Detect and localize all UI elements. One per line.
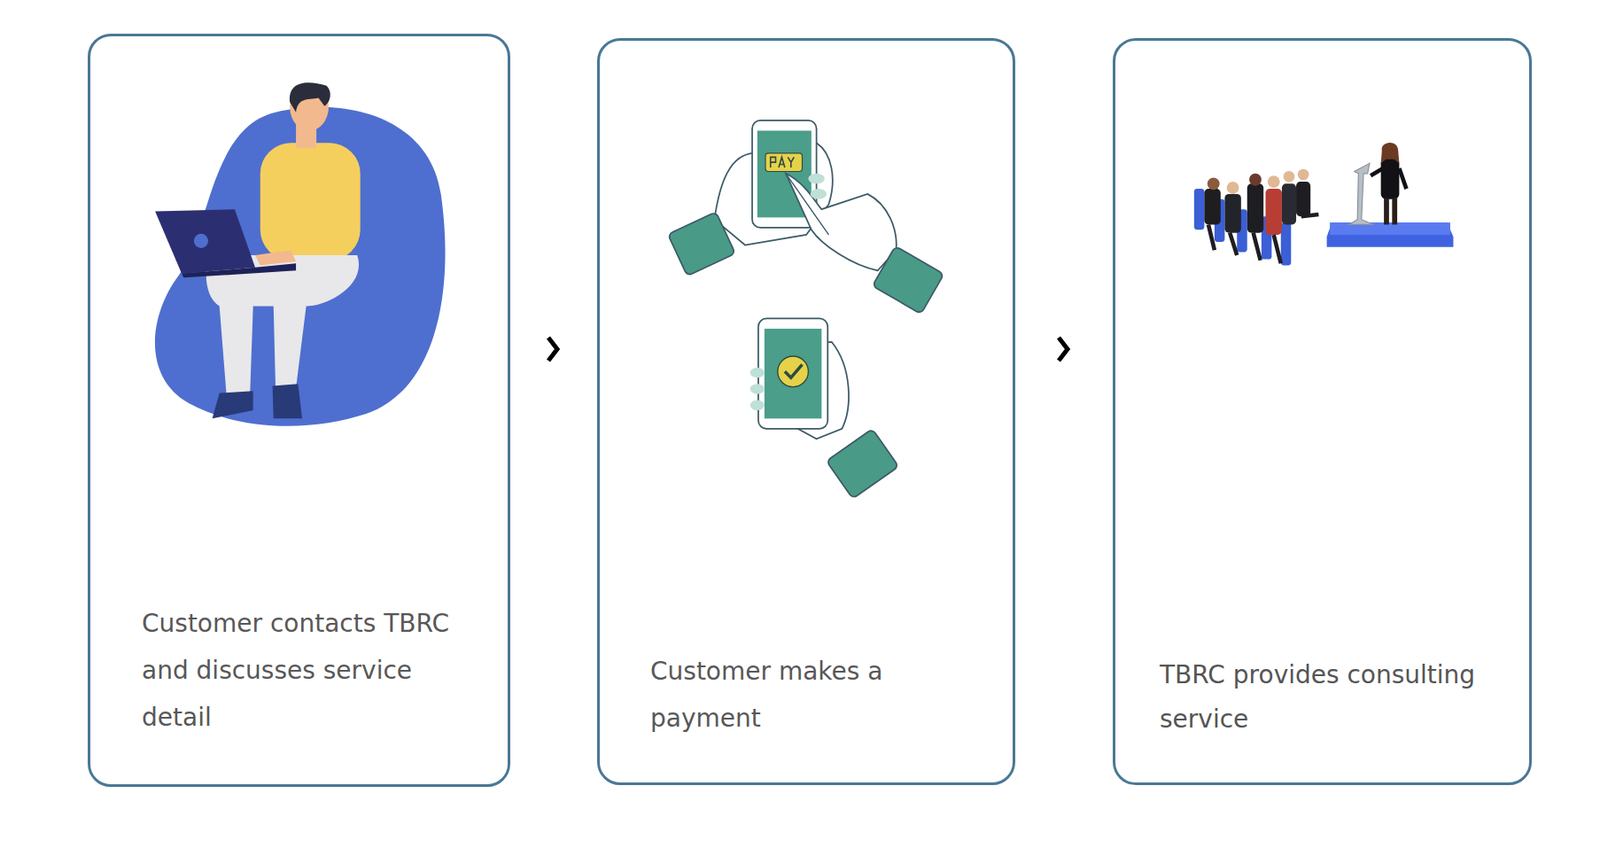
laptop-base <box>181 263 296 278</box>
seminar-illustration <box>1194 142 1454 266</box>
fingertip <box>807 173 824 185</box>
check-circle <box>777 356 809 388</box>
speaker-arm <box>1370 168 1383 176</box>
chair <box>1281 222 1292 265</box>
process-box: Customer contacts TBRC and discusses ser… <box>87 33 511 787</box>
fingertip <box>750 400 765 412</box>
phone-screen <box>757 130 812 218</box>
podium <box>1349 163 1375 225</box>
audience-head <box>1283 170 1296 183</box>
speaker-hair <box>1381 142 1400 164</box>
step-text: Customer contacts TBRC and discusses ser… <box>141 599 461 741</box>
pay-glyph <box>770 156 794 168</box>
laptop <box>155 209 256 274</box>
hand <box>255 249 296 265</box>
shoe <box>212 390 254 419</box>
step-text: Customer makes a payment <box>650 647 970 742</box>
flow-arrow <box>1015 349 1113 350</box>
pay-label <box>765 153 802 172</box>
sleeve-cuff <box>872 246 945 315</box>
speaker-head <box>1382 143 1398 158</box>
blue-blob <box>155 107 446 427</box>
shoe <box>272 383 303 419</box>
speaker-arm <box>1398 168 1406 189</box>
chair <box>1236 209 1248 252</box>
audience-legs <box>1208 214 1319 264</box>
audience <box>1224 194 1241 234</box>
stage <box>1327 222 1454 248</box>
chair <box>1261 216 1273 259</box>
audience <box>1281 183 1297 225</box>
phone <box>752 120 817 228</box>
payment-illustration <box>667 120 945 499</box>
stage-top <box>1329 222 1451 235</box>
fingertip <box>750 367 765 379</box>
neck <box>295 122 317 148</box>
chair <box>1214 199 1226 242</box>
fingertip <box>750 383 765 395</box>
lower-hand <box>760 341 849 439</box>
sleeve-cuff <box>667 211 736 276</box>
phone-screen <box>764 328 823 419</box>
shirt <box>260 142 361 260</box>
laptop-logo <box>194 233 209 249</box>
head <box>289 83 329 131</box>
audience <box>1296 181 1311 217</box>
check-mark <box>784 364 803 378</box>
process-box: TBRC provides consulting service <box>1112 38 1532 785</box>
arm <box>290 153 352 261</box>
pants <box>206 255 359 397</box>
step-text: TBRC provides consulting service <box>1159 652 1479 742</box>
audience <box>1203 188 1220 225</box>
audience-head <box>1207 177 1220 190</box>
audience-head <box>1227 181 1240 195</box>
hair <box>289 82 331 112</box>
sleeve-cuff <box>826 428 900 499</box>
left-hand <box>714 142 832 245</box>
fingertip <box>810 188 827 200</box>
speaker-body <box>1381 158 1400 200</box>
process-box: Customer makes a payment <box>597 38 1016 785</box>
finger <box>785 173 829 235</box>
person-illustration <box>155 82 446 426</box>
audience-head <box>1249 173 1262 187</box>
speaker-legs <box>1383 197 1390 225</box>
audience-head <box>1267 175 1281 188</box>
phone <box>758 318 828 428</box>
chair <box>1194 188 1205 230</box>
audience <box>1247 183 1264 233</box>
audience-head <box>1297 169 1310 181</box>
speaker-legs <box>1391 197 1398 225</box>
flow-arrow <box>510 349 598 350</box>
audience <box>1265 188 1282 235</box>
right-hand <box>785 173 897 271</box>
